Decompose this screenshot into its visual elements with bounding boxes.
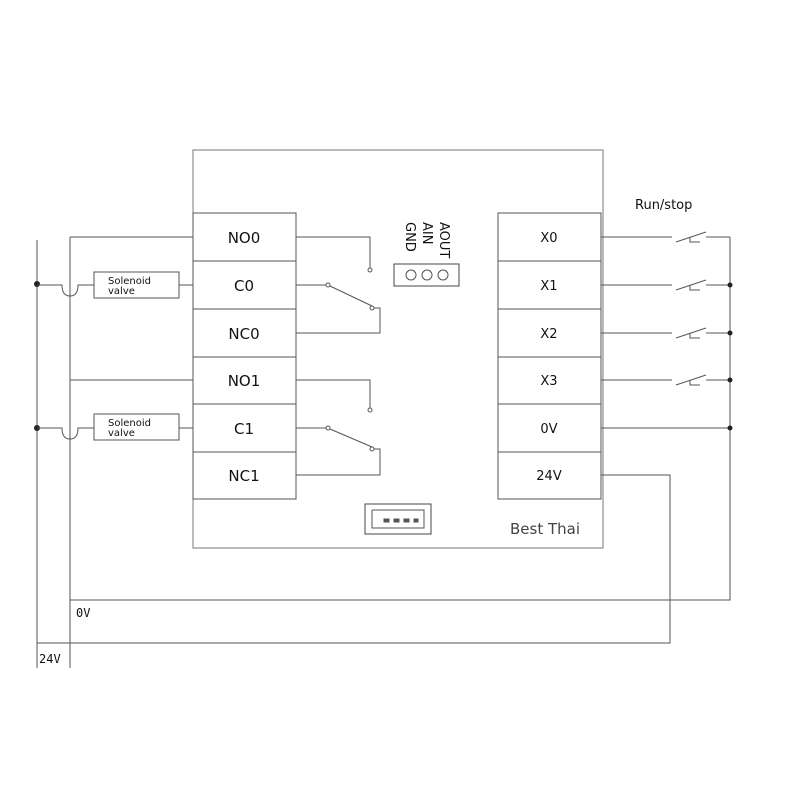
terminal-no1-label: NO1 (228, 372, 261, 390)
wire-c1-a (37, 427, 94, 440)
terminal-x3-label: X3 (540, 374, 557, 389)
solenoid-0-label-1: Solenoid (108, 276, 151, 287)
rail-24v-label: 24V (39, 652, 61, 666)
junction-dot (727, 330, 733, 336)
solenoid-valve-1 (93, 413, 180, 441)
junction-dot (727, 282, 733, 288)
junction-dot (34, 281, 40, 287)
terminal-24v-label: 24V (536, 469, 562, 484)
terminal-x1-label: X1 (540, 279, 557, 294)
input-switch-x2 (601, 327, 730, 339)
terminal-c0-label: C0 (234, 277, 254, 295)
bottom-connector (364, 503, 432, 535)
terminal-0v-label: 0V (540, 422, 557, 437)
solenoid-1-label-2: valve (108, 428, 135, 439)
junction-dot (727, 425, 733, 431)
wire-24v-return (37, 474, 671, 644)
relay-0-contacts (296, 236, 381, 334)
input-terminal-block (497, 212, 602, 500)
terminal-nc0-label: NC0 (228, 325, 259, 343)
input-switch-x3 (601, 374, 730, 386)
input-switch-x1 (601, 279, 730, 291)
relay-1-contacts (296, 379, 381, 476)
relay-terminal-block (192, 212, 297, 500)
brand-label: Best Thai (510, 520, 580, 538)
analog-ain-label: AIN (419, 222, 434, 244)
module-body (192, 149, 604, 549)
terminal-x0-label: X0 (540, 231, 557, 246)
solenoid-0-label-2: valve (108, 286, 135, 297)
analog-aout-label: AOUT (436, 222, 451, 258)
terminal-nc1-label: NC1 (228, 467, 259, 485)
junction-dot (727, 377, 733, 383)
terminal-x2-label: X2 (540, 327, 557, 342)
terminal-c1-label: C1 (234, 420, 254, 438)
analog-connector (393, 263, 460, 287)
run-stop-label: Run/stop (635, 198, 692, 213)
terminal-no0-label: NO0 (228, 229, 261, 247)
rail-0v-label: 0V (76, 606, 90, 620)
wire-c0-a (37, 284, 94, 297)
input-switch-x0 (601, 231, 730, 243)
analog-gnd-label: GND (402, 222, 417, 252)
solenoid-1-label-1: Solenoid (108, 418, 151, 429)
wire-0v-return (70, 237, 731, 601)
